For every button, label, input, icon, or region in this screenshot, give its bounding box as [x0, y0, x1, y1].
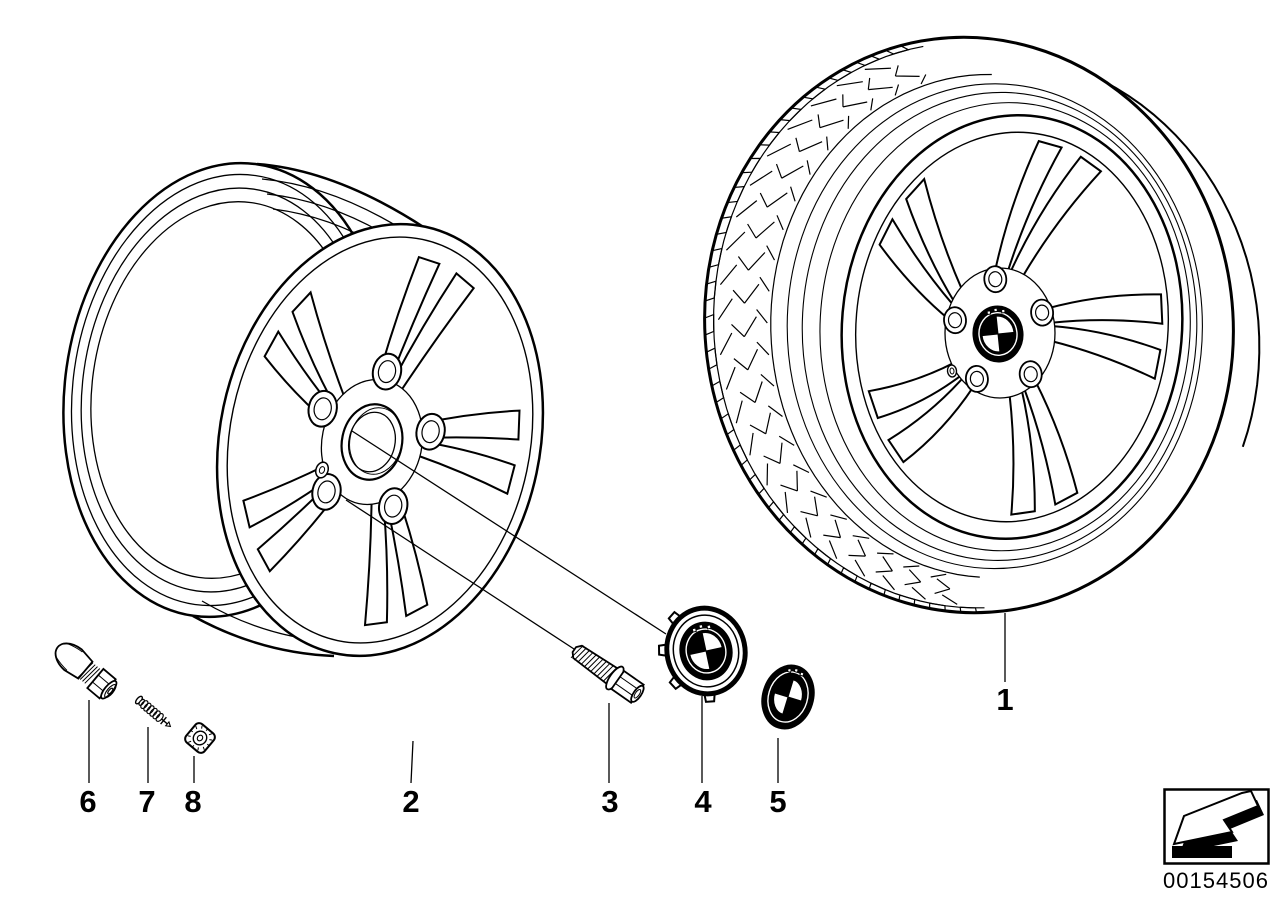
wheel-with-tyre-illustration	[703, 35, 1261, 615]
arrow-base-bar	[1172, 846, 1232, 858]
arrow-down-left-icon[interactable]	[1172, 789, 1264, 858]
arrow-face	[1172, 789, 1260, 846]
callout-label-2[interactable]: 2	[402, 784, 419, 819]
callout-label-3[interactable]: 3	[601, 784, 618, 819]
stamp-box: 00154506	[1163, 788, 1270, 893]
callout-label-8[interactable]: 8	[184, 784, 201, 819]
wheel-bolt-illustration	[570, 644, 645, 705]
valve-cap-illustration	[184, 722, 216, 754]
bmw-roundel-icon	[679, 621, 733, 681]
hub-cap-illustration	[657, 605, 748, 703]
callout-label-6[interactable]: 6	[79, 784, 96, 819]
callout-label-7[interactable]: 7	[138, 784, 155, 819]
leader-lines	[88, 430, 1006, 784]
callout-label-4[interactable]: 4	[694, 784, 712, 819]
alloy-wheel-illustration	[62, 161, 545, 658]
callout-label-1[interactable]: 1	[996, 682, 1013, 717]
valve-core-illustration	[134, 695, 172, 728]
doc-number: 00154506	[1163, 868, 1269, 893]
diagram-artwork	[54, 35, 1261, 784]
callout-label-5[interactable]: 5	[769, 784, 786, 819]
valve-illustration	[54, 642, 118, 700]
bmw-roundel-icon	[972, 305, 1024, 363]
bmw-emblem-illustration	[761, 664, 815, 730]
